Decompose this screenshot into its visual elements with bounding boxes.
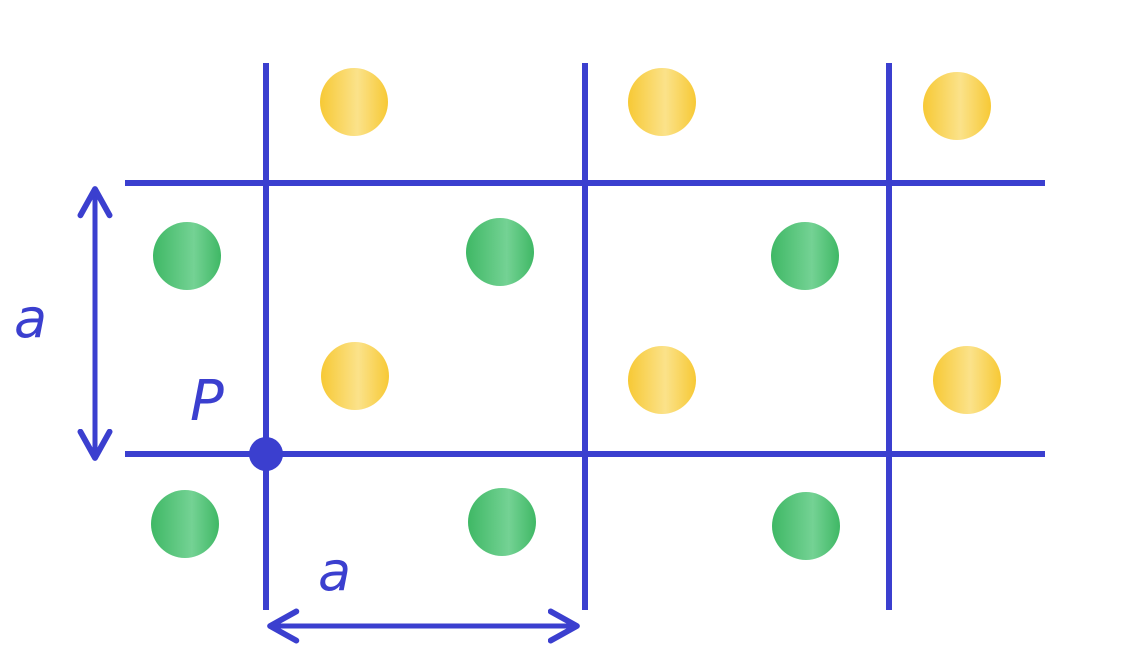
yellow-atom [320, 68, 388, 136]
green-atom [772, 492, 840, 560]
yellow-atom [933, 346, 1001, 414]
vertical-spacing-label: a [14, 287, 47, 350]
green-atom [153, 222, 221, 290]
horizontal-spacing-label: a [318, 540, 351, 603]
green-atom [151, 490, 219, 558]
green-atom [468, 488, 536, 556]
yellow-atom [321, 342, 389, 410]
green-atom [771, 222, 839, 290]
green-atom [466, 218, 534, 286]
lattice-point-p-marker [249, 437, 283, 471]
yellow-atom [923, 72, 991, 140]
yellow-atom [628, 68, 696, 136]
lattice-point-label: P [190, 369, 224, 434]
yellow-atom [628, 346, 696, 414]
